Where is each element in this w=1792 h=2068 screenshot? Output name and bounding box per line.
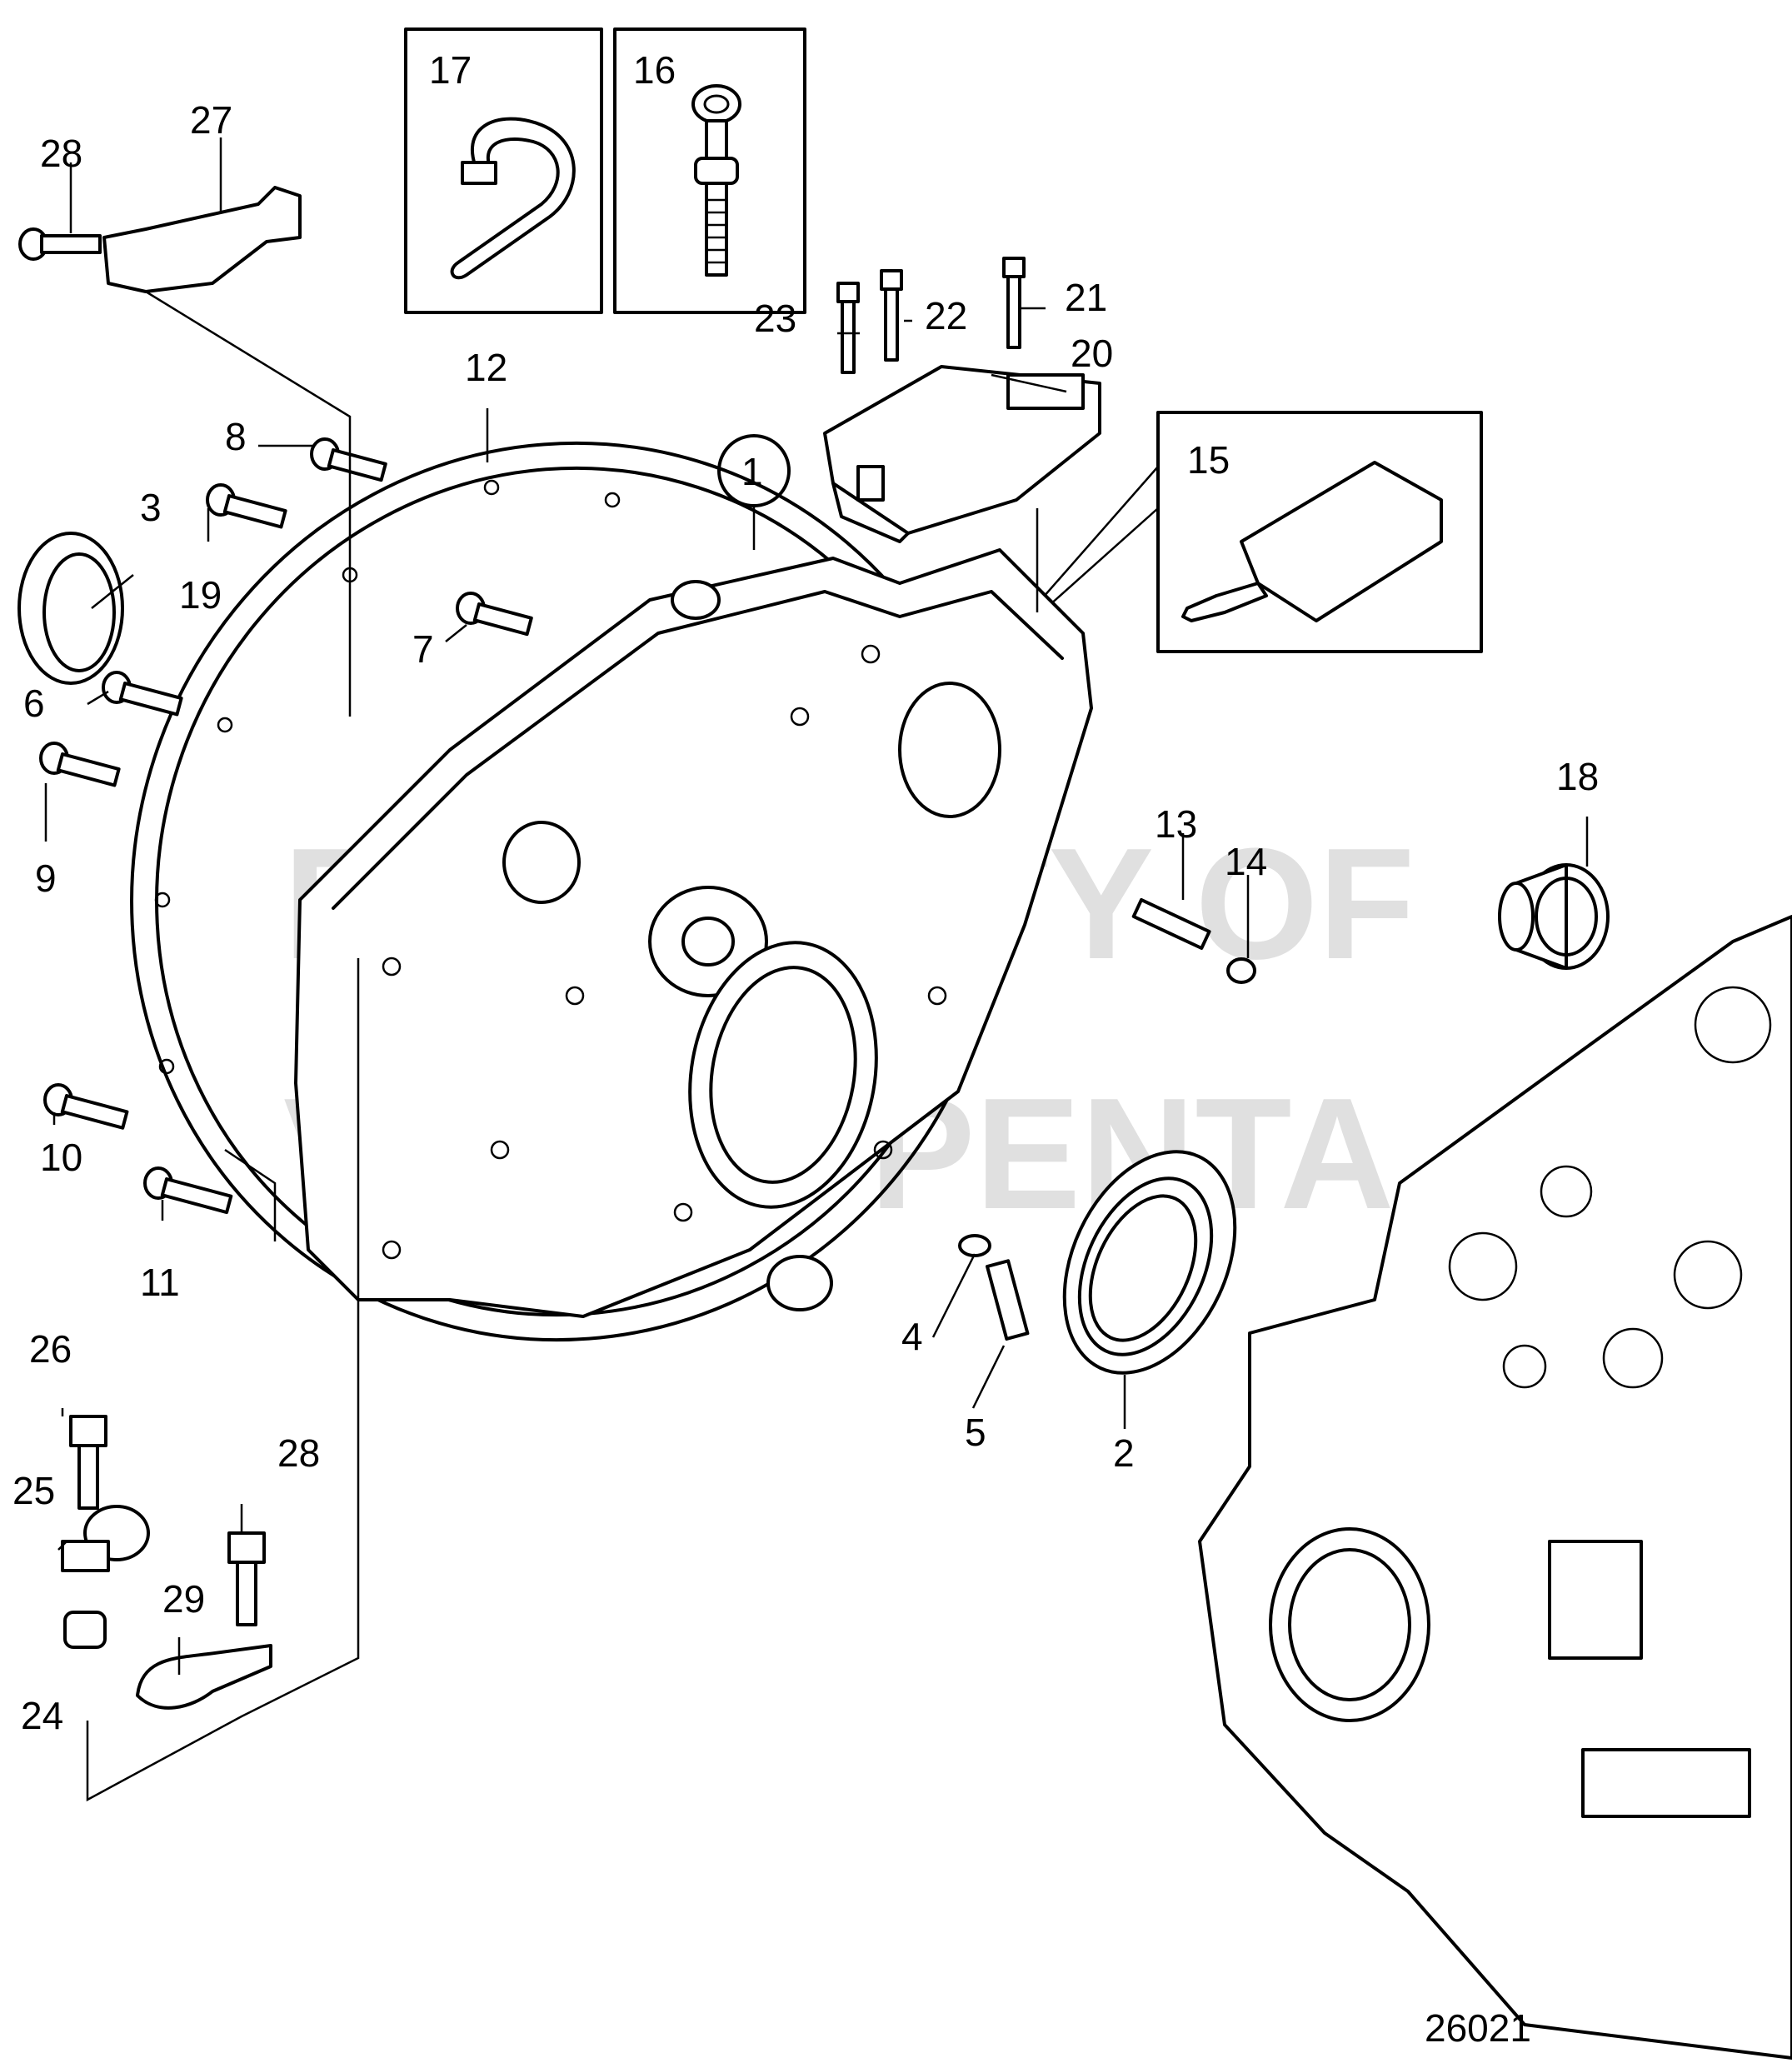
callout-25: 25 [12,1469,55,1512]
callout-7: 7 [412,627,434,671]
callout-5: 5 [965,1411,986,1454]
callout-6: 6 [23,682,45,725]
callout-14: 14 [1225,840,1267,883]
callout-24: 24 [21,1694,63,1737]
callout-3: 3 [140,486,162,529]
inset-box-16 [613,27,806,314]
callout-23: 23 [754,297,796,340]
engine-block [1198,915,1792,2060]
callout-17: 17 [429,48,472,92]
callout-12: 12 [465,346,507,389]
callout-18: 18 [1556,755,1599,798]
callout-28-top: 28 [40,132,82,175]
control-unit [823,365,1101,543]
plug [1498,863,1610,970]
flywheel-housing [294,548,1093,1318]
callout-22: 22 [925,294,967,337]
inset-box-15 [1036,411,1483,653]
callout-21: 21 [1065,276,1107,319]
callout-27: 27 [190,98,232,142]
callout-1: 1 [741,450,763,493]
drawing-number: 26021 [1425,2006,1531,2050]
callout-20: 20 [1071,332,1113,375]
crankshaft-seal [1062,1150,1237,1375]
callout-labels: 1 2 3 4 5 6 7 8 9 10 11 12 13 14 15 16 1… [12,48,1599,1737]
callout-circle [717,434,791,507]
callout-9: 9 [35,857,57,900]
inset-box-17 [404,27,603,314]
cover [17,532,124,685]
callout-29: 29 [162,1577,205,1621]
callout-13: 13 [1155,802,1197,846]
callout-19: 19 [179,573,222,617]
callout-4: 4 [901,1315,923,1358]
callout-26: 26 [29,1327,72,1371]
hardware [18,186,1256,1710]
callout-15: 15 [1187,438,1230,482]
callout-11: 11 [140,1261,180,1304]
leader-lines [44,137,1589,1802]
callout-28-bottom: 28 [277,1431,320,1475]
callout-16: 16 [633,48,676,92]
callout-2: 2 [1113,1431,1135,1475]
callout-10: 10 [40,1136,82,1179]
callout-8: 8 [225,415,247,458]
